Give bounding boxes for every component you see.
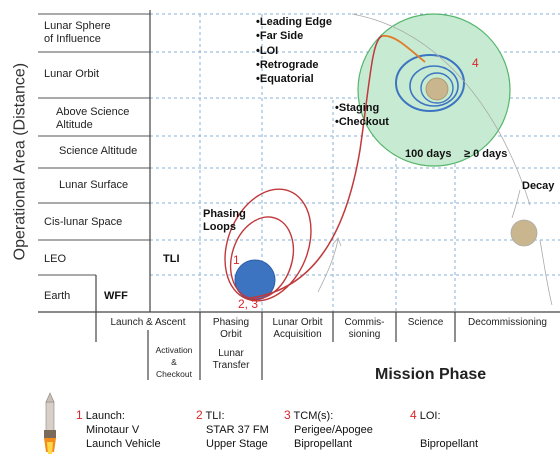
marker-4: 4 <box>472 56 479 70</box>
legend-line: LOI: <box>419 410 441 422</box>
legend-line: Perigee/Apogee <box>294 423 373 436</box>
legend-item-loi: 4 LOI: Bipropellant <box>410 408 478 452</box>
phase-label-line: Acquisition <box>273 329 322 340</box>
legend-line: Upper Stage <box>206 437 268 450</box>
row-label-lunar-surface: Lunar Surface <box>59 179 129 191</box>
legend-line: Minotaur V <box>86 423 140 436</box>
row-ticks <box>38 13 150 276</box>
trend-arrow <box>317 239 339 293</box>
subphase-lunar-transfer: Lunar Transfer <box>200 348 262 372</box>
decay-path <box>539 239 553 306</box>
subphase-line: & <box>171 356 177 367</box>
legend-number: 1 <box>76 408 83 422</box>
staging-list: •Staging •Checkout <box>335 101 389 130</box>
phase-label-launch: Launch & Ascent <box>110 317 186 328</box>
phase-label-decommissioning: Decommissioning <box>468 317 547 328</box>
subphase-activation: Activation & Checkout <box>148 345 200 381</box>
loi-arc <box>381 35 426 63</box>
subphase-line: Transfer <box>212 360 250 371</box>
phasing-loops-label: Phasing Loops <box>203 208 246 234</box>
earth <box>234 259 276 301</box>
legend-line: TCM(s): <box>293 410 334 422</box>
science-duration: 100 days <box>405 148 452 160</box>
decay-path <box>351 13 531 206</box>
subphase-line: Lunar <box>218 348 244 359</box>
phase-label-line: Phasing <box>212 317 250 328</box>
legend-line: Launch: <box>85 410 125 422</box>
rocket-flame-core <box>47 442 53 454</box>
lunar-transfer-trajectory <box>249 35 383 299</box>
phase-label-line: sioning <box>348 329 381 340</box>
tli-label: TLI <box>163 253 180 265</box>
marker-2-3: 2, 3 <box>238 297 259 311</box>
row-label-line: of Influence <box>44 33 101 46</box>
moon <box>425 77 449 101</box>
row-label-soi: Lunar Sphere of Influence <box>44 20 111 46</box>
phasing-loop-inner <box>229 216 295 300</box>
legend-item-tcm: 3 TCM(s): Perigee/Apogee Bipropellant <box>284 408 373 451</box>
loi-characteristics-list: •Leading Edge •Far Side •LOI •Retrograde… <box>256 15 332 86</box>
legend-number: 2 <box>196 408 203 422</box>
row-grid <box>150 13 560 276</box>
phase-label-line: Commis- <box>344 317 385 328</box>
decommissioning-duration: ≥ 0 days <box>464 148 508 160</box>
list-item: •Equatorial <box>256 73 314 86</box>
legend-line: STAR 37 FM <box>206 423 269 436</box>
moon-decay <box>510 219 538 247</box>
phase-label-loa: Lunar Orbit Acquisition <box>262 317 333 341</box>
row-label-science-altitude: Science Altitude <box>59 145 138 157</box>
row-label-above-science: Above Science Altitude <box>56 106 129 132</box>
annotation-line: Phasing <box>203 208 246 220</box>
row-label-cislunar: Cis-lunar Space <box>44 216 123 228</box>
row-label-lunar-orbit: Lunar Orbit <box>44 68 100 80</box>
legend-line: TLI: <box>205 410 225 422</box>
phase-label-line: Lunar Orbit <box>272 317 323 328</box>
row-label-line: Above Science <box>56 106 130 118</box>
phase-label-science: Science <box>407 317 444 328</box>
legend-number: 3 <box>284 408 291 422</box>
legend-line: Bipropellant <box>420 437 479 450</box>
list-item: •Retrograde <box>256 58 319 71</box>
list-item: •LOI <box>256 44 279 57</box>
decay-label: Decay <box>522 180 555 192</box>
legend-item-launch: 1 Launch: Minotaur V Launch Vehicle <box>76 408 161 451</box>
row-label-earth: Earth <box>44 290 71 302</box>
list-item: •Checkout <box>335 116 389 129</box>
legend-line <box>410 424 478 438</box>
rocket-icon <box>44 392 56 454</box>
rocket-fin <box>44 430 56 438</box>
phase-label-phasing: Phasing Orbit <box>200 317 262 341</box>
list-item: •Far Side <box>256 30 304 43</box>
subphase-line: Activation <box>155 345 193 355</box>
lunar-orbit-ring <box>420 72 454 104</box>
phasing-loop-outer <box>224 188 312 302</box>
lunar-orbit-ring <box>395 54 465 112</box>
row-label-line: Altitude <box>56 119 93 132</box>
row-label-line: Lunar Sphere <box>44 20 111 32</box>
marker-1: 1 <box>233 253 240 267</box>
legend-line: Bipropellant <box>294 437 353 450</box>
list-item: •Staging <box>335 102 380 114</box>
annotation-line: Loops <box>203 221 236 234</box>
phase-label-commissioning: Commis- sioning <box>333 317 396 341</box>
subphase-line: Checkout <box>156 368 192 379</box>
lunar-orbit-ring <box>409 65 459 107</box>
list-item: •Leading Edge <box>256 16 332 28</box>
legend-number: 4 <box>410 408 417 422</box>
trend-arrow <box>511 189 521 219</box>
y-axis-title: Operational Area (Distance) <box>11 62 29 261</box>
wff-label: WFF <box>104 290 128 302</box>
legend-line: Launch Vehicle <box>86 437 161 450</box>
rocket-nose <box>45 392 55 403</box>
row-label-leo: LEO <box>44 253 67 265</box>
phase-label-line: Orbit <box>220 329 242 340</box>
arrowhead <box>332 237 342 247</box>
axes <box>38 10 560 380</box>
x-axis-title: Mission Phase <box>375 366 487 383</box>
legend-item-tli: 2 TLI: STAR 37 FM Upper Stage <box>196 408 269 451</box>
